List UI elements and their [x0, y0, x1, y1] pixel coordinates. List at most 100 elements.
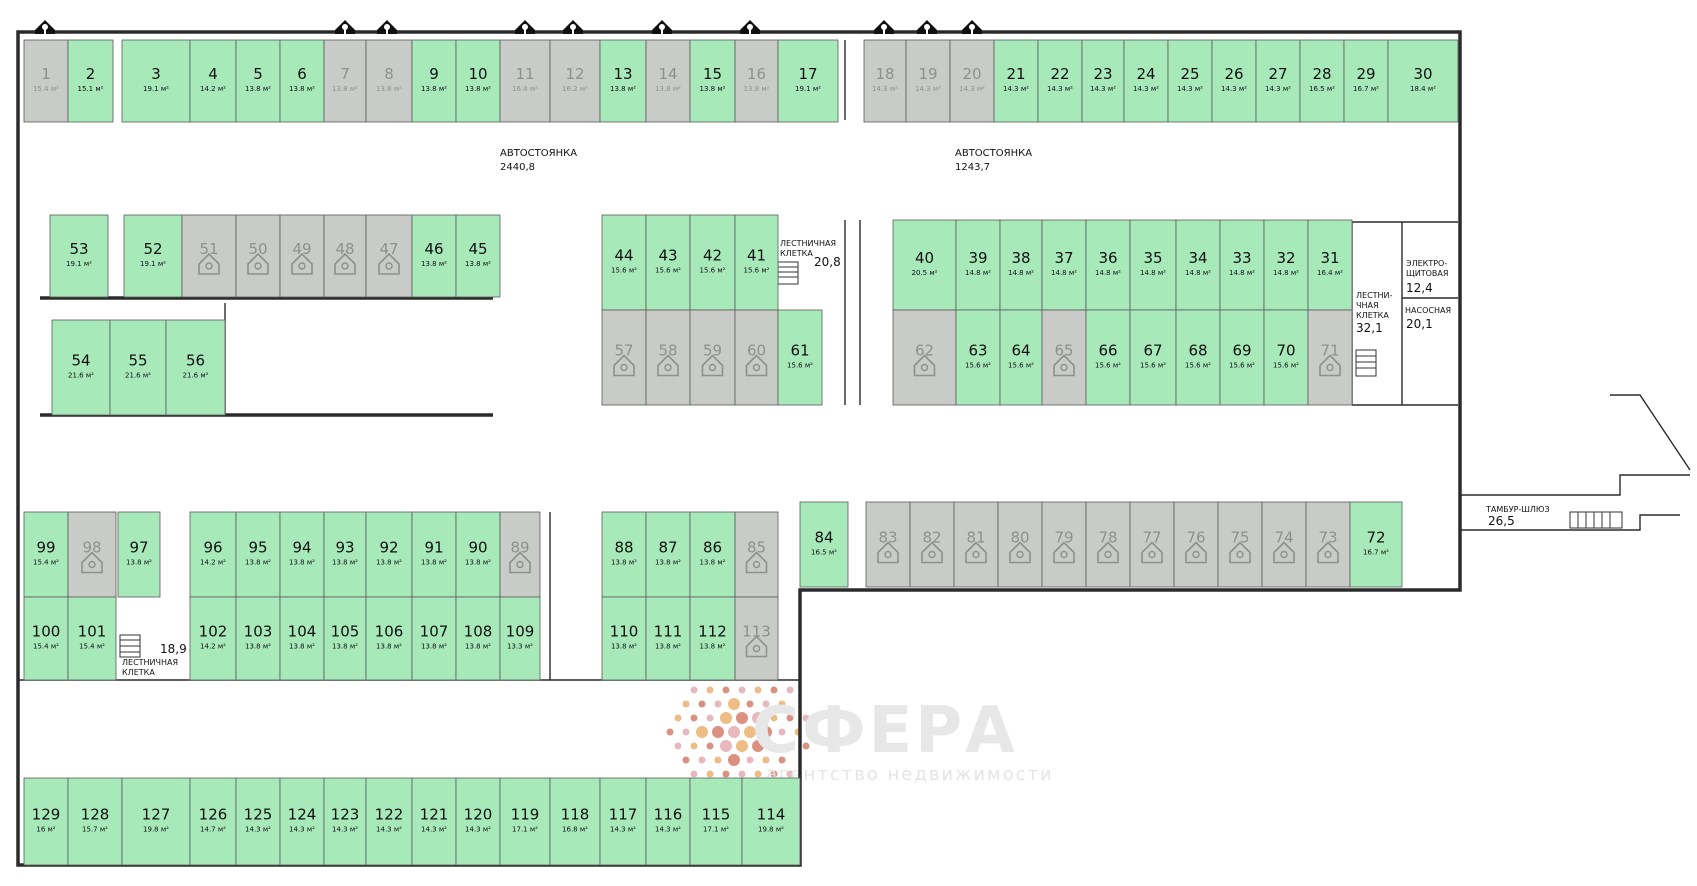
parking-spot-74[interactable]: 74 — [1261, 501, 1307, 588]
parking-spot-8[interactable]: 813.8 м² — [365, 39, 413, 123]
parking-spot-76[interactable]: 76 — [1173, 501, 1219, 588]
parking-spot-80[interactable]: 80 — [997, 501, 1043, 588]
parking-spot-4[interactable]: 414.2 м² — [189, 39, 237, 123]
parking-spot-73[interactable]: 73 — [1305, 501, 1351, 588]
parking-spot-79[interactable]: 79 — [1041, 501, 1087, 588]
parking-spot-89[interactable]: 89 — [499, 511, 541, 598]
parking-spot-48[interactable]: 48 — [323, 214, 367, 298]
parking-spot-60[interactable]: 60 — [734, 309, 779, 406]
parking-spot-47[interactable]: 47 — [365, 214, 413, 298]
parking-spot-78[interactable]: 78 — [1085, 501, 1131, 588]
parking-spot-51[interactable]: 51 — [181, 214, 237, 298]
parking-spot-77[interactable]: 77 — [1129, 501, 1175, 588]
parking-spot-3[interactable]: 319.1 м² — [121, 39, 191, 123]
parking-spot-1[interactable]: 115.4 м² — [23, 39, 69, 123]
parking-spot-9[interactable]: 913.8 м² — [411, 39, 457, 123]
parking-spot-98[interactable]: 98 — [67, 511, 117, 598]
parking-spot-7[interactable]: 713.8 м² — [323, 39, 367, 123]
parking-spot-81[interactable]: 81 — [953, 501, 999, 588]
parking-spot-59[interactable]: 59 — [689, 309, 736, 406]
parking-spot-50[interactable]: 50 — [235, 214, 281, 298]
parking-spot-83[interactable]: 83 — [865, 501, 911, 588]
parking-spot-65[interactable]: 65 — [1041, 309, 1087, 406]
parking-spot-85[interactable]: 85 — [734, 511, 779, 598]
parking-spot-58[interactable]: 58 — [645, 309, 691, 406]
